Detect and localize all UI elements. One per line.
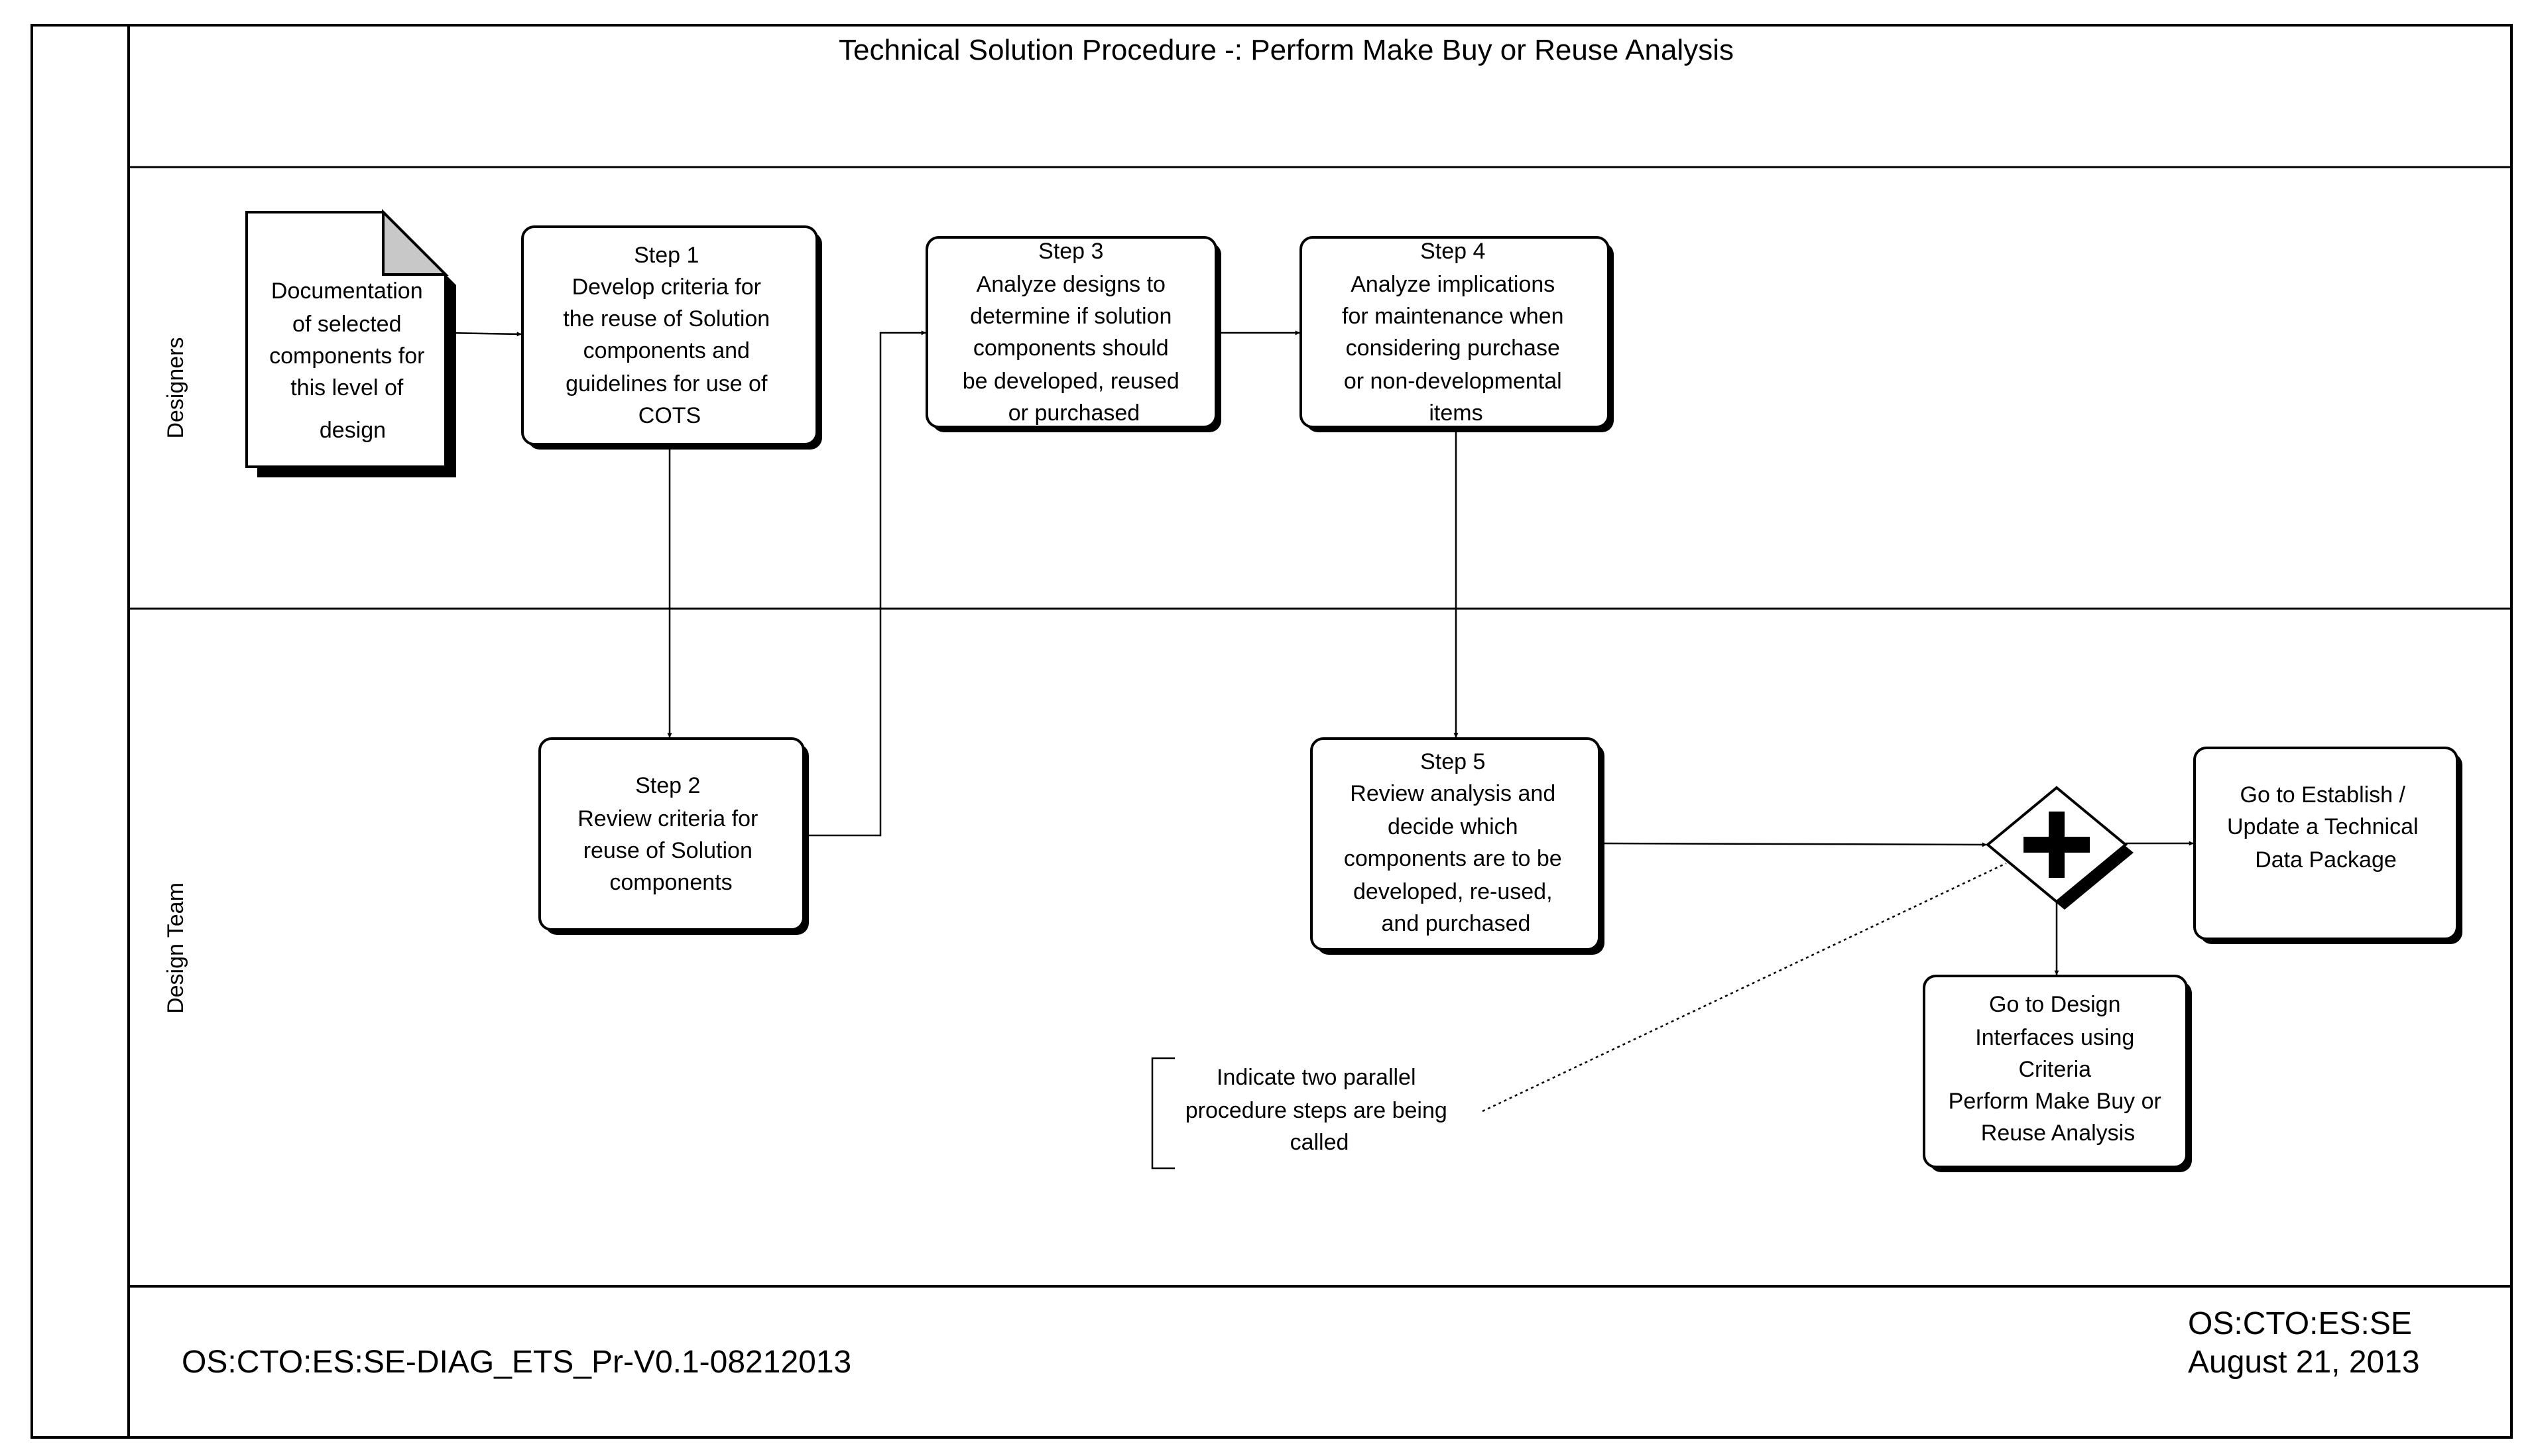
step-1-line: Develop criteria for: [572, 274, 761, 300]
outcome-design-interfaces-line: Interfaces using: [1975, 1025, 2134, 1050]
step-2-line: Review criteria for: [577, 806, 758, 831]
svg-text:Indicate two parallel pr: Indicate two parallel procedure steps ar…: [1185, 1065, 1454, 1155]
step-4-line: considering purchase: [1346, 335, 1560, 361]
annotation-line: Indicate two parallel: [1217, 1065, 1416, 1090]
step-4-line: Analyze implications: [1351, 272, 1555, 297]
step-3-line: Analyze designs to: [977, 272, 1166, 297]
step-3-box: Step 3 Analyze designs to determine if s…: [926, 236, 1221, 432]
step-5-line: and purchased: [1382, 911, 1531, 936]
outcome-establish-line: Go to Establish /: [2240, 782, 2406, 808]
step-1-box: Step 1 Develop criteria for the reuse of…: [521, 225, 822, 450]
outcome-design-interfaces-box: Go to Design Interfaces using Criteria P…: [1923, 975, 2192, 1172]
documentation-input: Documentation of selected components for…: [245, 209, 456, 477]
annotation: Indicate two parallel procedure steps ar…: [1151, 862, 2007, 1170]
svg-text:Step 4 Analyze implicati: Step 4 Analyze implications for maintena…: [1342, 239, 1570, 426]
step-3-line: or purchased: [1008, 400, 1140, 426]
document-line: design: [320, 418, 386, 443]
step-3-line: determine if solution: [970, 304, 1172, 329]
connectors: [445, 330, 2194, 975]
svg-text:Go to Design Interfaces: Go to Design Interfaces using Criteria P…: [1949, 992, 2168, 1146]
step-4-box: Step 4 Analyze implications for maintena…: [1299, 236, 1614, 432]
document-line: Documentation: [271, 278, 423, 304]
step-4-line: items: [1429, 400, 1482, 426]
svg-text:Step 2 Review criteria f: Step 2 Review criteria for reuse of Solu…: [577, 773, 764, 895]
step-2-box: Step 2 Review criteria for reuse of Solu…: [538, 737, 809, 935]
svg-text:Step 1 Develop criteria: Step 1 Develop criteria for the reuse of…: [563, 243, 776, 428]
step-5-line: decide which: [1388, 814, 1518, 839]
step-2-line: components: [609, 870, 732, 895]
svg-text:Go to Establish / Update: Go to Establish / Update a Technical Dat…: [2227, 782, 2425, 873]
document-line: components for: [269, 343, 424, 369]
outcome-design-interfaces-line: Go to Design: [1989, 992, 2120, 1017]
step-1-line: COTS: [638, 403, 701, 428]
svg-text:Documentation of selecte: Documentation of selected components for…: [269, 278, 431, 443]
step-5-line: developed, re-used,: [1353, 879, 1553, 904]
plus-icon: [2023, 812, 2090, 878]
diagram-title: Technical Solution Procedure -: Perform …: [839, 34, 1734, 66]
footer-doc-id: OS:CTO:ES:SE-DIAG_ETS_Pr-V0.1-08212013: [182, 1345, 851, 1380]
step-2-line: Step 2: [635, 773, 700, 798]
lane-label-design-team: Design Team: [163, 882, 188, 1014]
parallel-gateway: [1985, 786, 2134, 910]
step-4-line: or non-developmental: [1344, 369, 1562, 394]
lane-label-designers: Designers: [163, 337, 188, 438]
annotation-connector: [1482, 862, 2007, 1113]
step-4-line: for maintenance when: [1342, 304, 1564, 329]
footer-org: OS:CTO:ES:SE: [2188, 1306, 2412, 1341]
svg-text:Step 5 Review analysis a: Step 5 Review analysis and decide which …: [1344, 749, 1568, 936]
outcome-establish-line: Data Package: [2255, 847, 2397, 873]
outcome-design-interfaces-line: Reuse Analysis: [1981, 1121, 2135, 1146]
step-1-line: Step 1: [634, 243, 699, 268]
step-5-line: Review analysis and: [1350, 781, 1555, 806]
step-5-line: Step 5: [1420, 749, 1485, 774]
annotation-line: called: [1290, 1130, 1349, 1155]
step-5-line: components are to be: [1344, 846, 1562, 871]
connector-step2-to-step3: [804, 330, 926, 837]
step-4-line: Step 4: [1420, 239, 1485, 264]
outcome-establish-box: Go to Establish / Update a Technical Dat…: [2193, 747, 2462, 944]
step-3-line: Step 3: [1038, 239, 1103, 264]
outcome-design-interfaces-line: Criteria: [2018, 1057, 2091, 1082]
connector-step5-to-gateway: [1599, 842, 1987, 847]
step-1-line: the reuse of Solution: [563, 306, 770, 332]
outcome-design-interfaces-line: Perform Make Buy or: [1949, 1089, 2161, 1114]
frame: [30, 24, 2513, 1439]
step-5-box: Step 5 Review analysis and decide which …: [1310, 737, 1604, 955]
footer-date: August 21, 2013: [2188, 1345, 2420, 1380]
step-2-line: reuse of Solution: [583, 838, 753, 863]
step-1-line: components and: [583, 338, 750, 363]
outcome-establish-line: Update a Technical: [2227, 814, 2419, 839]
document-line: of selected: [292, 312, 401, 337]
step-1-line: guidelines for use of: [566, 371, 768, 396]
svg-text:Step 3 Analyze designs t: Step 3 Analyze designs to determine if s…: [963, 239, 1186, 426]
annotation-line: procedure steps are being: [1185, 1098, 1447, 1123]
step-3-line: components should: [973, 335, 1169, 361]
step-3-line: be developed, reused: [963, 369, 1179, 394]
connector-doc-to-step1: [445, 332, 522, 337]
document-line: this level of: [290, 375, 404, 400]
